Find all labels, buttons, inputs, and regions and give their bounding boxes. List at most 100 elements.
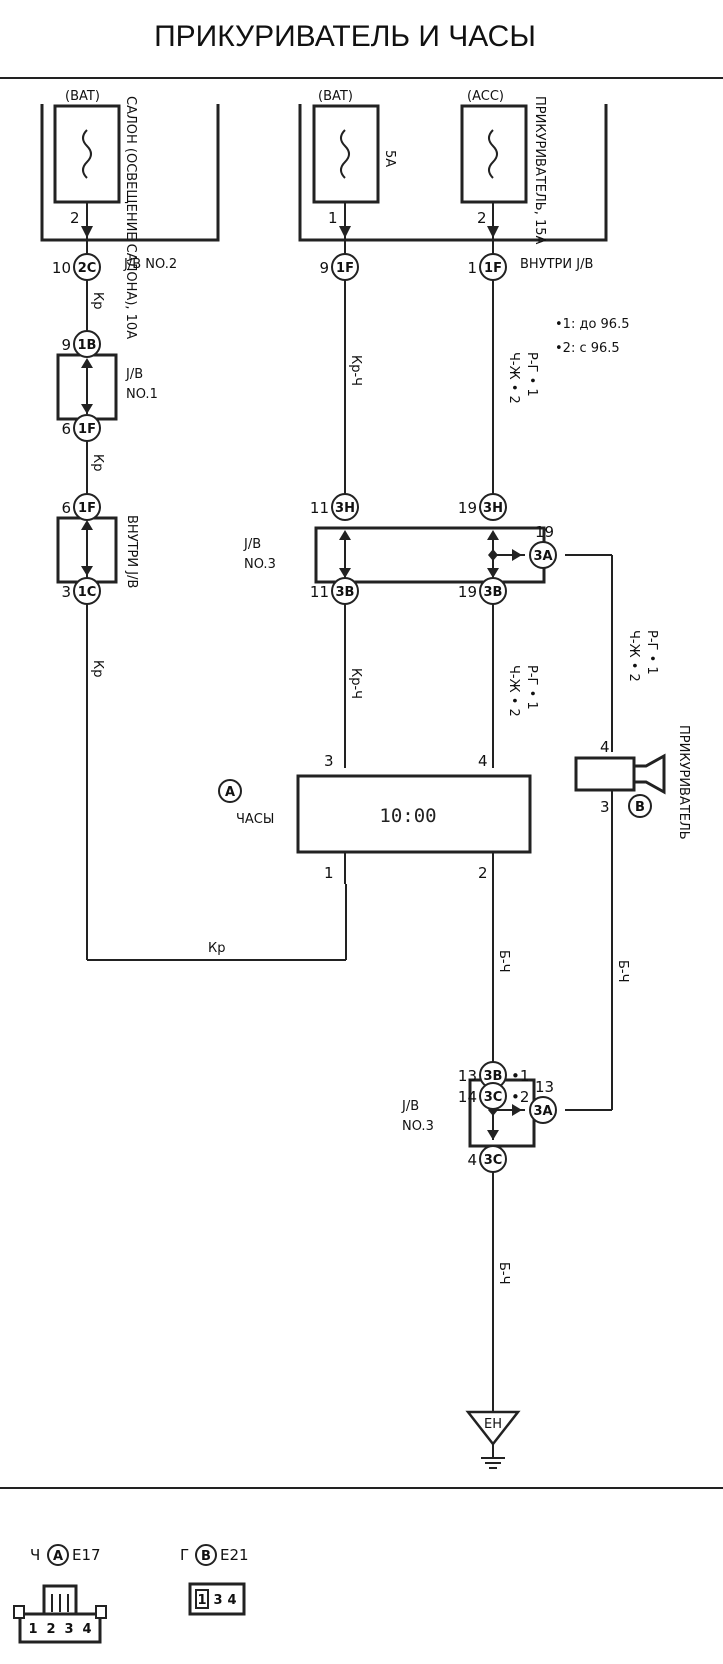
connector-code: 3B (484, 585, 503, 600)
fuse-right: (ACC) ПРИКУРИВАТЕЛЬ, 15А 2 (460, 89, 547, 258)
connector-circle (479, 493, 507, 521)
connector-circle (479, 1082, 507, 1110)
jb1-label-line1: J/B (125, 367, 143, 382)
fuse-middle-source: (BAT) (318, 89, 353, 104)
connector-pin: 1 (467, 259, 477, 277)
lighter-pin-4: 4 (600, 738, 610, 756)
connector-code: 3A (533, 549, 552, 564)
wire-label-kr-3: Кр (90, 660, 105, 677)
fuse-left-pin: 2 (70, 209, 80, 227)
legend-b-code: E21 (220, 1546, 249, 1564)
fuse-middle: (BAT) 5А 1 (312, 89, 397, 258)
connector-code: 1F (484, 261, 502, 276)
wire-label-kr-4: Кр (208, 941, 225, 956)
wire-label-rg-1: Р-Г • 1 (524, 352, 539, 397)
connector-circle (73, 253, 101, 281)
connector-circle (331, 493, 359, 521)
wire-label-kr-ch-2: Кр-Ч (348, 668, 363, 699)
legend-b-pin-3: 3 (213, 1593, 222, 1608)
connector-code: 1C (78, 585, 97, 600)
connector-code: 2C (78, 261, 97, 276)
connector-code: 3B (484, 1069, 503, 1084)
connector-node: 3A 19 (529, 523, 557, 569)
wire-label-bch-1: Б-Ч (496, 950, 511, 973)
legend-b-connector-icon: 1 3 4 (188, 1582, 246, 1616)
lighter-pin-3: 3 (600, 798, 610, 816)
connector-circle (529, 1096, 557, 1124)
ground-label: EH (484, 1417, 502, 1432)
legend-b-pin-4: 4 (227, 1593, 236, 1608)
connector-pin: 9 (61, 336, 71, 354)
note-1: •1: до 96.5 (555, 317, 629, 332)
connector-node: 1F6 (61, 414, 101, 442)
wire-label-kr-1: Кр (90, 292, 105, 309)
legend-a-connector-icon: 1 2 3 4 (13, 1584, 107, 1644)
connector-circle (479, 577, 507, 605)
connector-pin: 19 (458, 499, 477, 517)
connector-code: 3C (484, 1153, 503, 1168)
connector-code: 1F (336, 261, 354, 276)
fuse-block-right (298, 104, 608, 242)
fuse-left-source: (BAT) (65, 89, 100, 104)
clock-letter: A (225, 785, 235, 800)
ground-symbol: EH (465, 1410, 521, 1469)
connector-node: 1B 9 (61, 330, 101, 358)
connector-circle (73, 414, 101, 442)
connector-pin: 13 (458, 1067, 477, 1085)
connector-code: 3H (335, 501, 355, 516)
connector-pin: 6 (61, 499, 71, 517)
legend-a-pin-4: 4 (82, 1622, 91, 1637)
wire-label-bch-2: Б-Ч (615, 960, 630, 983)
connector-circle (331, 253, 359, 281)
clock-pin-1: 1 (324, 864, 334, 882)
legend-a-color: Ч (30, 1546, 40, 1564)
connector-pin: 10 (52, 259, 71, 277)
clock-component: 10:00 3 4 1 2 A ЧАСЫ (218, 752, 532, 882)
connector-pin: 11 (310, 583, 329, 601)
fuse-left-name: САЛОН (ОСВЕЩЕНИЕ САЛОНА), 10А (123, 96, 138, 339)
connector-node: 1C 3 (61, 577, 101, 605)
wire-label-rg-2: Р-Г • 1 (524, 665, 539, 710)
clock-display: 10:00 (379, 805, 436, 827)
connector-pin: 13 (535, 1078, 554, 1096)
legend-a-pin-2: 2 (46, 1622, 55, 1637)
connector-legend: Ч A E17 1 2 3 4 Г B E21 1 3 4 (13, 1544, 249, 1644)
wire-label-kr-ch-1: Кр-Ч (348, 355, 363, 386)
connector-pin: 6 (61, 420, 71, 438)
legend-b-pin-1: 1 (197, 1593, 206, 1608)
connector-circle (73, 577, 101, 605)
connector-pin: 19 (535, 523, 554, 541)
wire-label-chzh-3: Ч-Ж • 2 (626, 630, 641, 682)
jb3-bottom-label-line2: NO.3 (402, 1119, 434, 1134)
jb1-label-line2: NO.1 (126, 387, 158, 402)
connector-code: 1B (78, 338, 97, 353)
connector-pin: 3 (61, 583, 71, 601)
lighter-name: ПРИКУРИВАТЕЛЬ (676, 725, 691, 840)
fuse-right-source: (ACC) (467, 89, 504, 104)
legend-a-pin-3: 3 (64, 1622, 73, 1637)
jb3-top-label-line2: NO.3 (244, 557, 276, 572)
connector-circle (529, 541, 557, 569)
connector-pin: 19 (458, 583, 477, 601)
connector-circle (73, 493, 101, 521)
diagram-title: ПРИКУРИВАТЕЛЬ И ЧАСЫ (154, 20, 536, 53)
legend-a-code: E17 (72, 1546, 101, 1564)
fuse-middle-pin: 1 (328, 209, 338, 227)
connector-node: 3B 19 (458, 577, 507, 605)
fuse-right-pin: 2 (477, 209, 487, 227)
connector-note: •1 (511, 1067, 529, 1085)
connector-pin: 14 (458, 1088, 477, 1106)
fuse-left: (BAT) САЛОН (ОСВЕЩЕНИЕ САЛОНА), 10А 2 (53, 89, 138, 339)
jb3-bottom-label-line1: J/B (401, 1099, 419, 1114)
wire-label-chzh-1: Ч-Ж • 2 (506, 352, 521, 404)
connector-circle (331, 577, 359, 605)
wire-label-chzh-2: Ч-Ж • 2 (506, 665, 521, 717)
connector-node: 2C 10 (52, 253, 101, 281)
clock-pin-4: 4 (478, 752, 488, 770)
